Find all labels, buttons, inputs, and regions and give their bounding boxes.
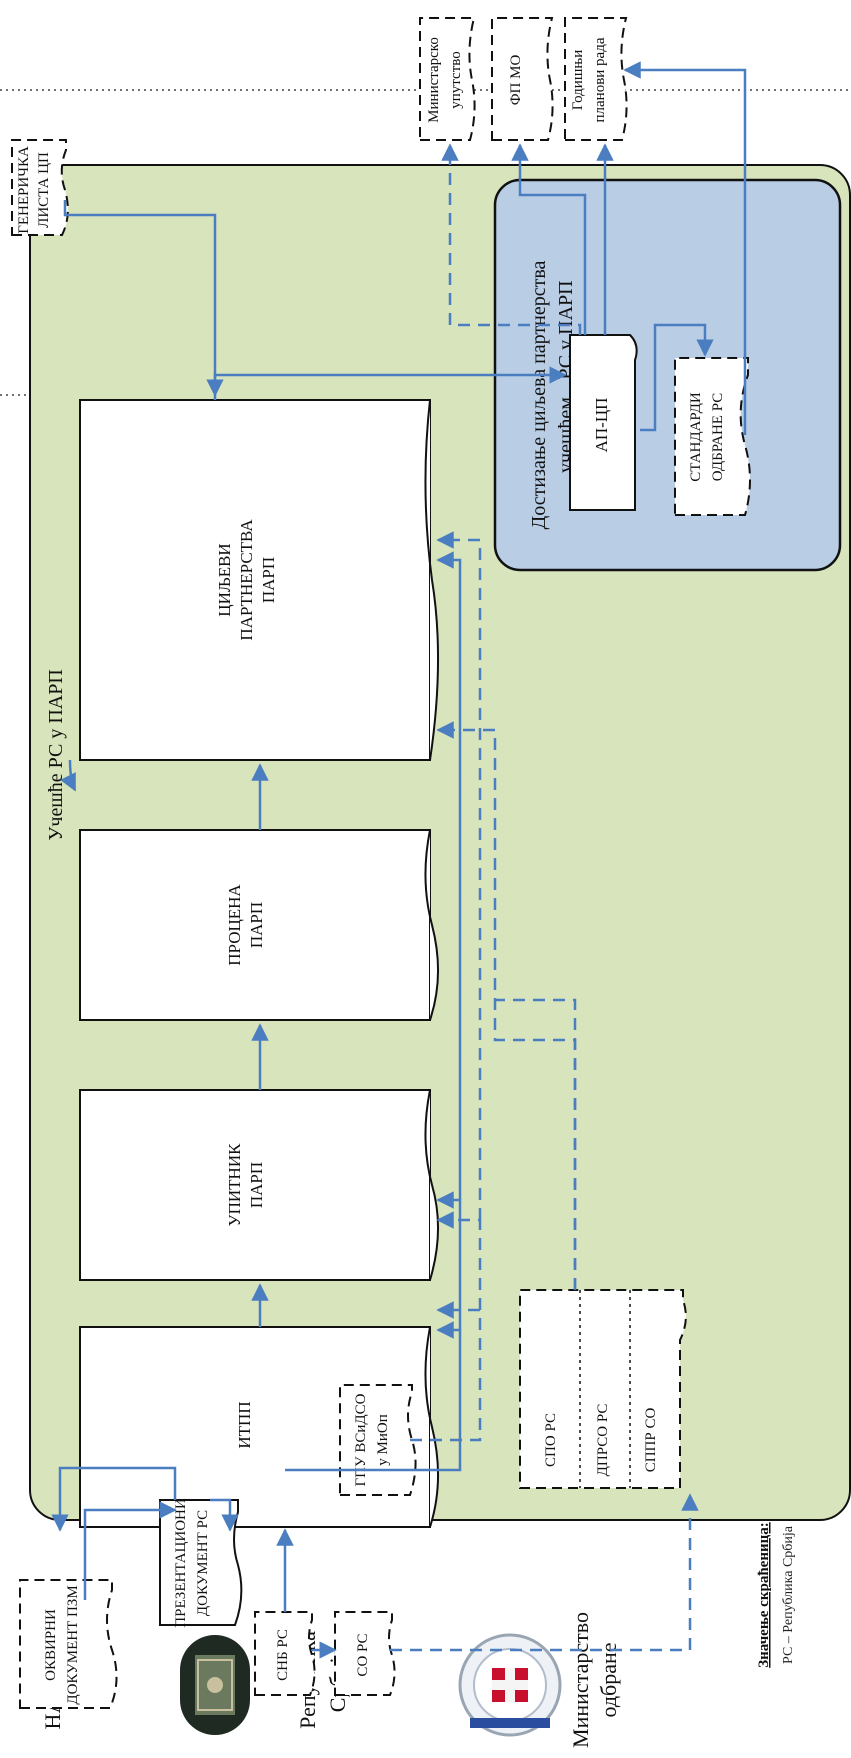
questionnaire-document: УПИТНИК ПАРП [79, 1089, 431, 1281]
arrow-framework-to-presentation [83, 1501, 177, 1600]
annual-label-line2: планови рада [592, 37, 608, 122]
arrow-ap-cp-to-standards [640, 323, 714, 432]
itpp-label: ИТПП [235, 1401, 254, 1448]
ministerial-instruction-document: Министарско упутство [419, 17, 476, 141]
arrow-feed-to-goals [436, 551, 462, 1200]
arrow-generic-list-to-goals [63, 200, 224, 397]
framework-label-line2: ДОКУМЕНТ ПЗМ [65, 1585, 81, 1704]
standards-document: СТАНДАРДИ ОДБРАНЕ РС [674, 357, 751, 516]
spo-label: СПО РС [543, 1413, 559, 1467]
legend-title: Значење скраћеница: [756, 1522, 772, 1668]
snb-document: СНБ РС [254, 1611, 316, 1696]
dashed-mod-docs-to-questionnaire [495, 998, 577, 1290]
generic-list-document: ГЕНЕРИЧКА ЛИСТА ЦП [11, 139, 69, 236]
fp-mo-label: ФП МО [508, 55, 524, 106]
snb-label: СНБ РС [275, 1629, 291, 1681]
participation-region-title: Учешће РС у ПАРП [45, 669, 67, 841]
dashed-ap-cp-to-ministerial [441, 143, 582, 335]
ministry-emblem-icon [458, 1633, 562, 1737]
standards-label-line2: ОДБРАНЕ РС [710, 393, 726, 481]
ministerial-label-line2: упутство [448, 51, 464, 108]
goals-label-line2: ПАРТНЕРСТВА [237, 519, 256, 641]
dashed-to-goals [436, 531, 482, 1220]
generic-list-label-line2: ЛИСТА ЦП [36, 152, 52, 228]
arrow-presentation-to-participation [51, 1466, 177, 1532]
arrow-goals-loop-to-assessment [60, 759, 77, 792]
arrow-goals-to-ap-cp [213, 366, 567, 400]
gpu-document: ГПУ ВСиДСО у МиОп [339, 1384, 417, 1496]
mod-strategy-documents: СПО РС ДПРСО РС СППР СО [519, 1289, 687, 1489]
questionnaire-label-line2: ПАРП [247, 1162, 266, 1208]
so-document: СО РС [334, 1611, 396, 1696]
ministerial-label-line1: Министарско [426, 37, 442, 123]
arrow-presentation-to-itpp [210, 1498, 239, 1532]
arrow-standards-to-annual [623, 61, 747, 435]
presentation-label-line2: ДОКУМЕНТ РС [195, 1510, 211, 1616]
presentation-document: ПРЕЗЕНТАЦИОНИ ДОКУМЕНТ РС [159, 1498, 243, 1628]
framework-document: ОКВИРНИ ДОКУМЕНТ ПЗМ [19, 1579, 118, 1709]
serbia-emblem-icon [180, 1635, 250, 1735]
annual-plans-document: Годишњи планови рада [564, 17, 628, 141]
standards-label-line1: СТАНДАРДИ [688, 392, 704, 482]
arrow-so-feed-branches [285, 1321, 462, 1472]
achievement-title-line1: Достизање циљева партнерства [528, 260, 550, 529]
lane-label-mod-line1: Министарство [568, 1612, 593, 1748]
arrow-ap-cp-to-fp-mo [511, 143, 587, 335]
generic-list-label-line1: ГЕНЕРИЧКА [16, 146, 32, 234]
goals-label-line3: ПАРП [259, 557, 278, 603]
partnership-goals-document: ЦИЉЕВИ ПАРТНЕРСТВА ПАРП [79, 399, 431, 761]
gpu-label-line1: ГПУ ВСиДСО [353, 1393, 369, 1486]
ap-cp-document: АП-ЦП [569, 334, 638, 511]
questionnaire-label-line1: УПИТНИК [225, 1143, 244, 1227]
fp-mo-document: ФП МО [491, 17, 554, 141]
assessment-label-line1: ПРОЦЕНА [225, 884, 244, 966]
lane-label-mod-line2: одбране [596, 1642, 621, 1717]
assessment-document: ПРОЦЕНА ПАРП [79, 829, 431, 1021]
so-label: СО РС [355, 1633, 371, 1676]
dashed-gpu-to-itpp [410, 1301, 482, 1442]
goals-label-line1: ЦИЉЕВИ [215, 543, 234, 616]
presentation-label-line1: ПРЕЗЕНТАЦИОНИ [173, 1498, 189, 1628]
legend-first-line: РС – Република Србија [781, 1525, 796, 1664]
gpu-label-line2: у МиОп [375, 1414, 391, 1465]
solid-flow-arrows [51, 61, 747, 1659]
dashed-so-to-sppr [390, 1493, 699, 1652]
annual-label-line1: Годишњи [570, 50, 586, 111]
framework-label-line1: ОКВИРНИ [43, 1609, 59, 1681]
sppr-label: СППР СО [643, 1408, 659, 1473]
document-wave-edges [424, 399, 440, 1528]
dashed-flow-arrows [390, 143, 699, 1652]
dprso-label: ДПРСО РС [595, 1404, 611, 1477]
ap-cp-label: АП-ЦП [592, 398, 611, 453]
assessment-label-line2: ПАРП [247, 902, 266, 948]
